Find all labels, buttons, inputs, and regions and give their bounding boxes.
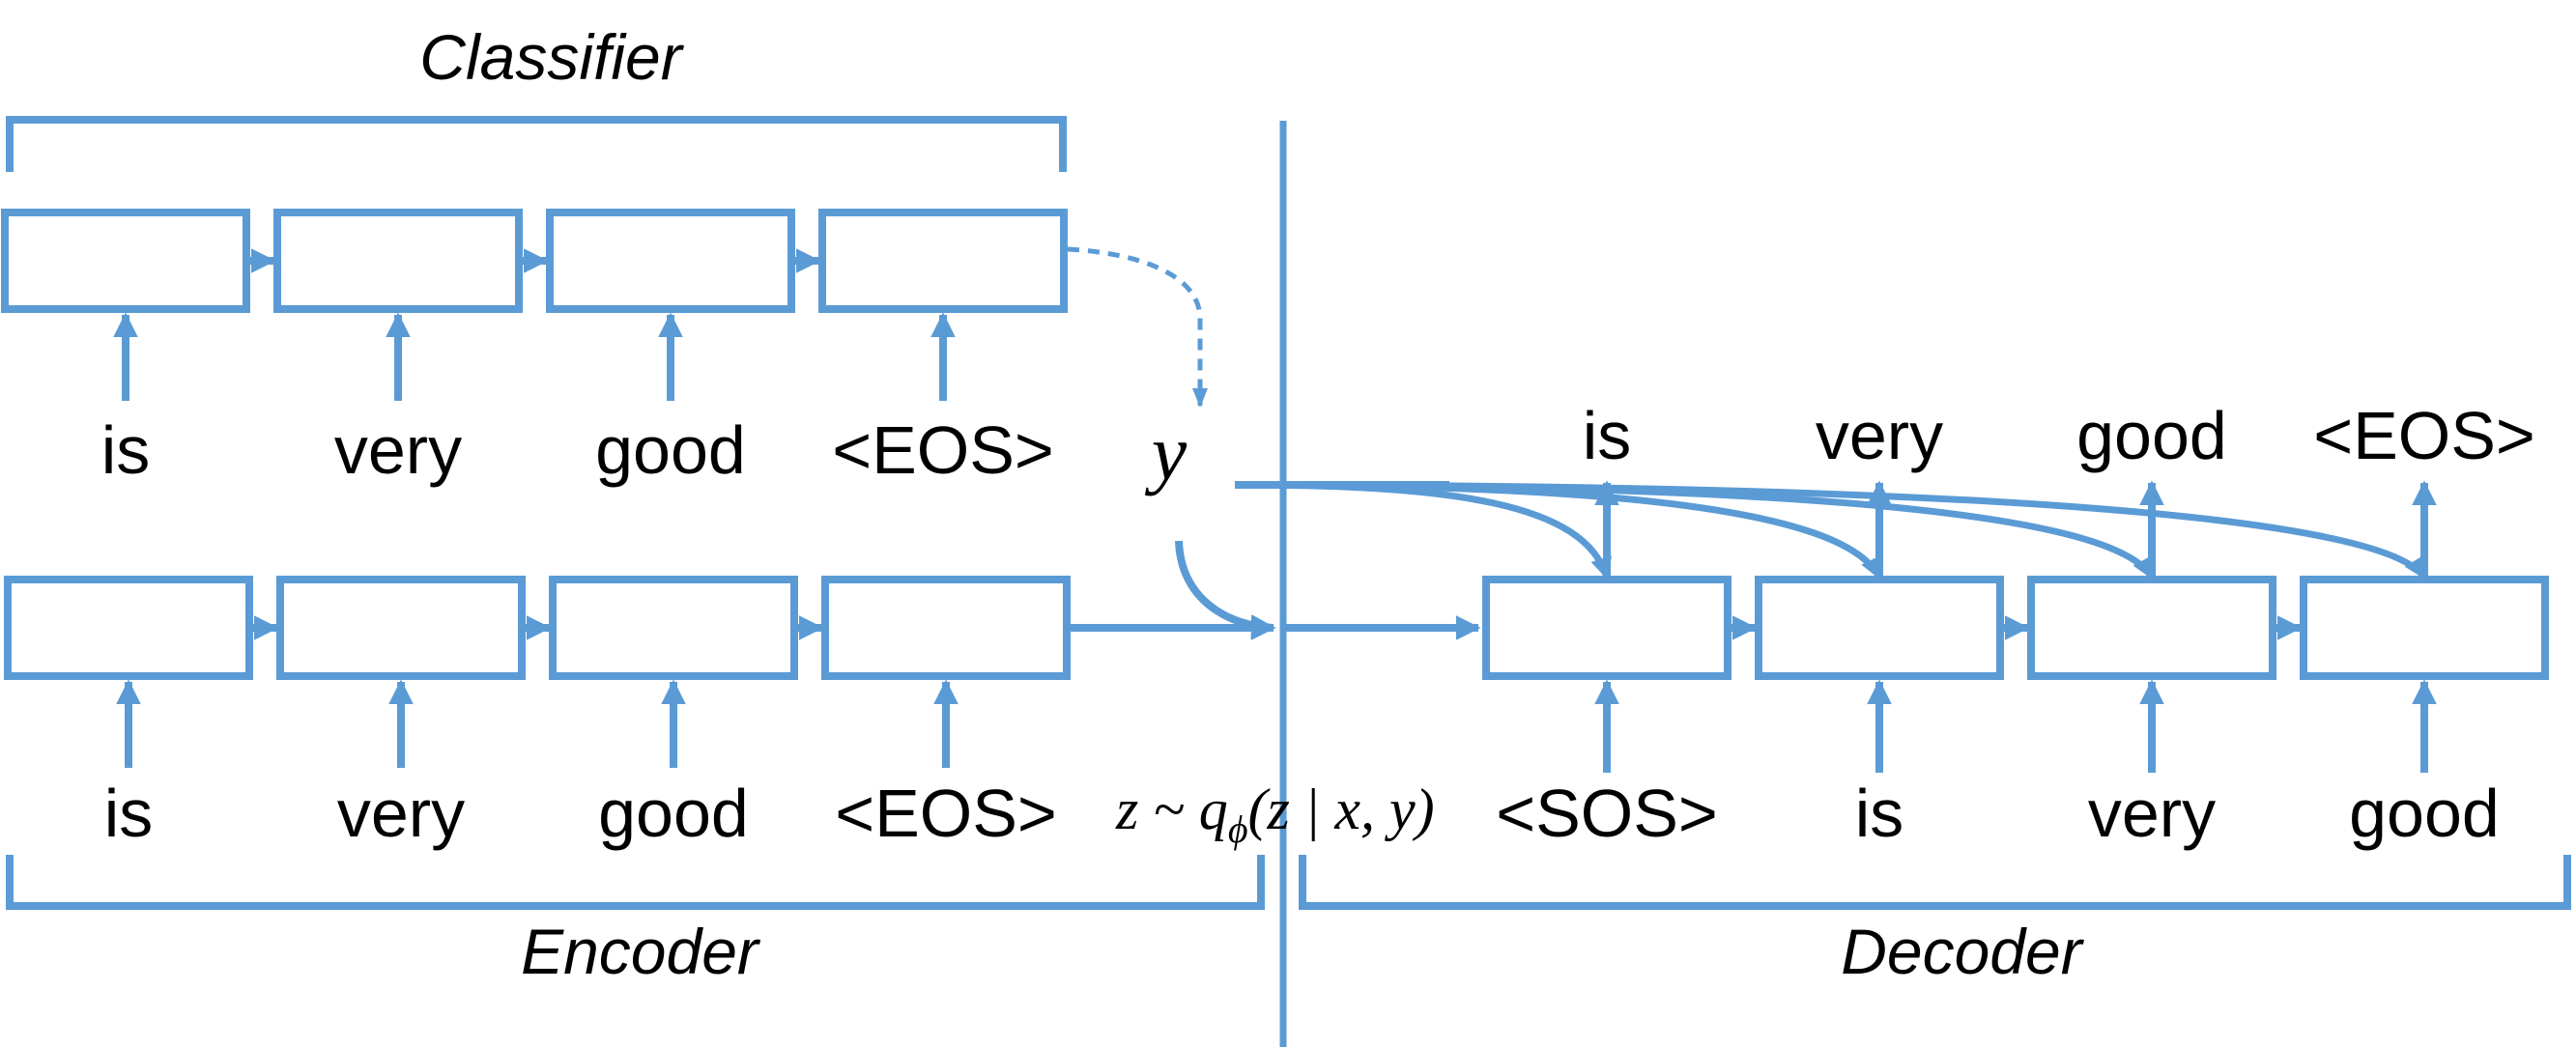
encoder-cell-3 <box>549 576 798 680</box>
encoder-input-word: <EOS> <box>835 776 1057 851</box>
latent-formula-subscript: ϕ <box>1228 807 1248 851</box>
decoder-output-word: is <box>1583 398 1632 473</box>
decoder-cell-4 <box>2300 576 2549 680</box>
encoder-title: Encoder <box>521 916 761 987</box>
decoder-input-word: <SOS> <box>1496 776 1718 851</box>
label-to-decoder-arrow <box>1234 481 2427 580</box>
encoder-input-word: very <box>337 776 465 851</box>
latent-formula-rhs: (z | x, y) <box>1248 778 1435 841</box>
classifier-cell-2 <box>273 209 523 313</box>
classifier-input-word: good <box>595 412 746 488</box>
classifier-to-label-arrow <box>1067 246 1208 408</box>
classifier-input-word: very <box>334 412 462 488</box>
encoder-cell-4 <box>821 576 1071 680</box>
classifier-cell-1 <box>1 209 250 313</box>
classifier-cell-3 <box>546 209 795 313</box>
encoder-bracket <box>6 855 1265 910</box>
label-to-decoder-arrow <box>1234 481 1613 580</box>
decoder-output-word: good <box>2076 398 2227 473</box>
decoder-output-word: very <box>1816 398 1943 473</box>
decoder-input-word: is <box>1855 776 1904 851</box>
decoder-input-word: good <box>2349 776 2500 851</box>
encoder-input-word: good <box>598 776 749 851</box>
classifier-title: Classifier <box>419 21 684 93</box>
decoder-title: Decoder <box>1841 916 2084 987</box>
latent-formula-lhs: z ~ q <box>1115 778 1228 841</box>
classifier-input-word: is <box>101 412 151 488</box>
label-to-decoder-arrow <box>1234 481 2156 580</box>
encoder-input-word: is <box>104 776 154 851</box>
classifier-cell-4 <box>818 209 1068 313</box>
encoder-cell-1 <box>4 576 253 680</box>
decoder-output-word: <EOS> <box>2313 398 2535 473</box>
latent-formula: z ~ qϕ(z | x, y) <box>1115 778 1435 851</box>
decoder-cell-1 <box>1482 576 1732 680</box>
classifier-input-word: <EOS> <box>832 412 1054 488</box>
decoder-input-word: very <box>2088 776 2216 851</box>
label-to-latent-arrow <box>1175 540 1276 639</box>
label-variable: y <box>1145 409 1188 496</box>
decoder-bracket <box>1299 855 2571 910</box>
decoder-cell-2 <box>1755 576 2004 680</box>
decoder-cell-3 <box>2027 576 2276 680</box>
encoder-cell-2 <box>276 576 526 680</box>
classifier-bracket <box>6 116 1067 172</box>
